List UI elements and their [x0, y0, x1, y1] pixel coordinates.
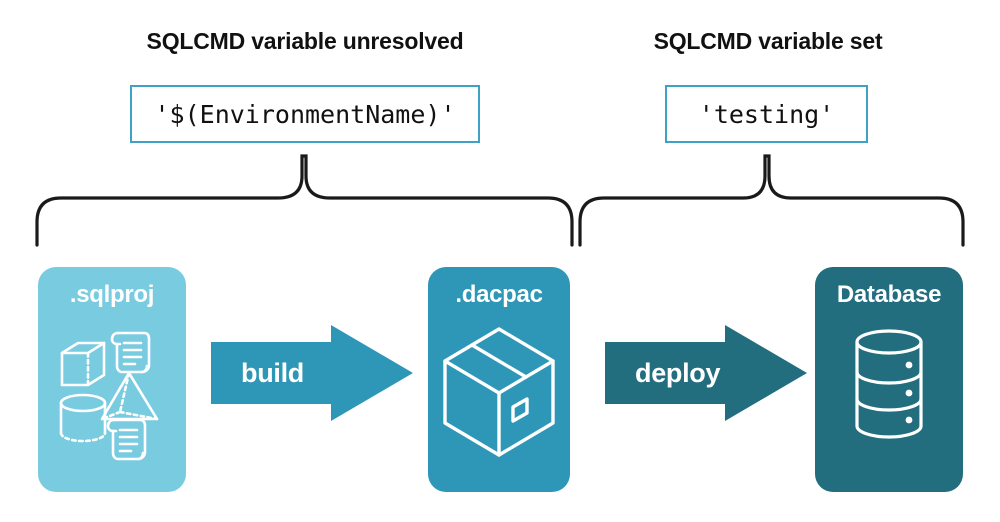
- package-box-icon: [443, 327, 555, 457]
- stage-box-database: Database: [815, 267, 963, 492]
- brace-right-path: [578, 154, 965, 247]
- database-cylinder-svg: [855, 329, 923, 439]
- sqlproj-icon-group: [38, 315, 186, 484]
- database-icon-group: [815, 315, 963, 484]
- arrow-label-deploy: deploy: [635, 357, 721, 388]
- sqlproj-icons-svg: [59, 331, 159, 461]
- dacpac-icon-group: [428, 315, 570, 484]
- script-scroll-icon: [110, 331, 151, 374]
- stage-label-dacpac: .dacpac: [455, 281, 543, 308]
- code-text-testing: 'testing': [698, 99, 835, 129]
- arrow-label-build: build: [241, 357, 304, 388]
- arrow-build-path: [211, 325, 413, 421]
- stage-label-database: Database: [836, 281, 942, 308]
- cube-icon: [60, 341, 106, 387]
- arrow-build: build: [211, 325, 413, 421]
- arrow-deploy-shape: [605, 325, 807, 421]
- brace-group: [0, 150, 1000, 250]
- brace-svg: [35, 154, 965, 247]
- heading-sqlcmd-variable-unresolved: SQLCMD variable unresolved: [146, 28, 464, 54]
- brace-left-path: [35, 154, 574, 247]
- code-text-environment-name: '$(EnvironmentName)': [154, 99, 456, 129]
- code-box-environment-name: '$(EnvironmentName)': [130, 85, 480, 143]
- stage-label-sqlproj: .sqlproj: [69, 281, 155, 308]
- database-cylinder-icon: [855, 329, 923, 439]
- script-scroll-icon: [106, 418, 147, 461]
- stage-box-dacpac: .dacpac: [428, 267, 570, 492]
- cylinder-icon: [59, 393, 107, 443]
- heading-sqlcmd-variable-set: SQLCMD variable set: [653, 28, 883, 54]
- pyramid-icon: [100, 371, 159, 421]
- arrow-deploy: deploy: [605, 325, 807, 421]
- arrow-build-shape: [211, 325, 413, 421]
- stage-box-sqlproj: .sqlproj: [38, 267, 186, 492]
- code-box-testing: 'testing': [665, 85, 868, 143]
- package-box-svg: [443, 327, 555, 457]
- arrow-deploy-path: [605, 325, 807, 421]
